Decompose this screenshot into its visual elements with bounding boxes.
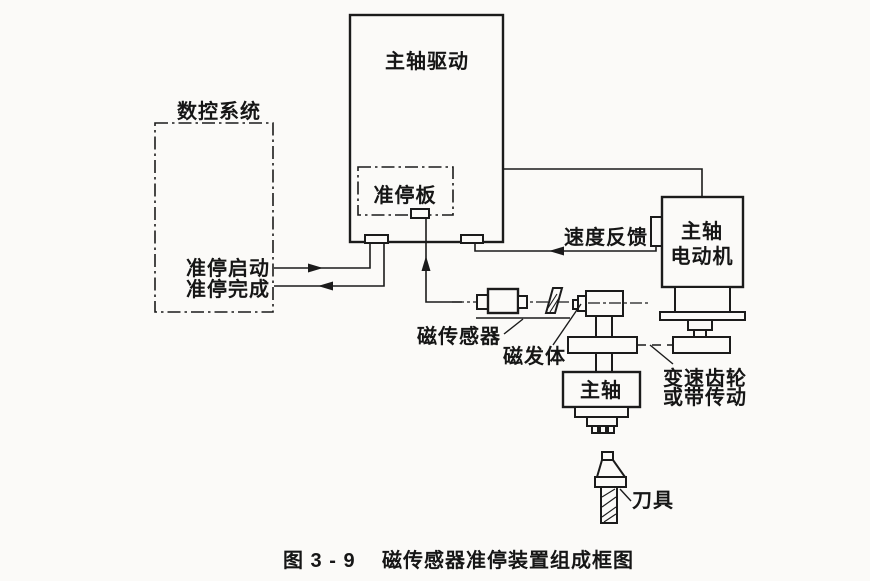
spindle-drive-label: 主轴驱动 <box>385 49 469 73</box>
transmission-label-line1: 变速齿轮 <box>663 366 747 390</box>
orient-start-label: 准停启动 <box>186 256 270 280</box>
spindle-label: 主轴 <box>580 378 622 402</box>
arrow-right-icon <box>308 263 323 273</box>
transmission-leader-line <box>649 344 674 365</box>
cnc-system-box <box>154 122 274 313</box>
spindle-drive-box <box>348 13 505 244</box>
shank-hatch-icon <box>603 513 617 523</box>
stop-board-terminal <box>410 208 430 219</box>
spindle-motor-label-line1: 主轴 <box>681 219 723 243</box>
motor-shaft-collar <box>687 319 713 331</box>
sensor-left-nub <box>476 294 489 310</box>
spindle-shaft-lower <box>595 352 613 373</box>
tool-pull-stud <box>601 451 614 461</box>
orient-done-label: 准停完成 <box>186 277 270 301</box>
arrow-left-icon <box>318 281 333 291</box>
coupling-disc <box>544 287 564 314</box>
spindle-shaft-upper <box>595 315 613 338</box>
drive-right-terminal <box>460 234 484 244</box>
sensor-right-nub <box>517 295 528 309</box>
transmission-label-line2: 或带传动 <box>663 385 747 409</box>
tool-shank <box>600 486 618 524</box>
shank-hatch-icon <box>601 488 616 498</box>
sensor-leader-line <box>503 318 524 335</box>
magnetic-sensor-body <box>486 287 520 315</box>
tool-flange <box>594 476 627 488</box>
motor-terminal-tab <box>650 216 663 247</box>
spindle-flange <box>574 406 629 418</box>
shank-hatch-icon <box>601 496 617 508</box>
caption-title: 磁传感器准停装置组成框图 <box>382 548 634 572</box>
spindle-spline-tooth <box>599 425 607 434</box>
spindle-nose <box>586 416 618 427</box>
drive-to-motor-line <box>503 168 703 198</box>
orient-done-line <box>274 240 385 287</box>
tool-label: 刀具 <box>632 490 674 512</box>
magnet-body-nub <box>577 295 587 312</box>
arrow-left-feedback-icon <box>549 246 564 256</box>
motor-shaft-stem <box>693 329 707 338</box>
arrow-up-icon <box>421 256 431 271</box>
caption-number: 图 3 - 9 <box>283 549 356 572</box>
cnc-system-label: 数控系统 <box>177 99 261 123</box>
stop-board-label: 准停板 <box>374 183 437 207</box>
disc-hatch-icon <box>549 297 560 313</box>
orient-start-line <box>274 240 371 269</box>
spindle-motor-label-line2: 电动机 <box>671 244 734 268</box>
stop-board-box <box>357 166 454 216</box>
spindle-spline-tooth <box>591 425 599 434</box>
shank-hatch-icon <box>601 506 617 518</box>
magnet-body-label: 磁发体 <box>503 344 566 368</box>
drive-left-terminal <box>364 234 389 244</box>
motor-base-plate <box>659 311 746 321</box>
spindle-pulley <box>567 336 638 354</box>
spindle-spline-tooth <box>607 425 615 434</box>
magnetic-sensor-label: 磁传感器 <box>417 324 501 348</box>
speed-feedback-label: 速度反馈 <box>564 225 648 249</box>
motor-pedestal <box>674 286 731 313</box>
tool-leader-line <box>619 488 632 502</box>
motor-pulley <box>672 336 731 354</box>
disc-hatch-icon <box>547 293 558 309</box>
sensor-to-board-line <box>425 218 462 303</box>
magnet-leader-line <box>552 303 582 346</box>
tool-taper <box>595 459 627 478</box>
speed-feedback-line <box>474 240 657 252</box>
